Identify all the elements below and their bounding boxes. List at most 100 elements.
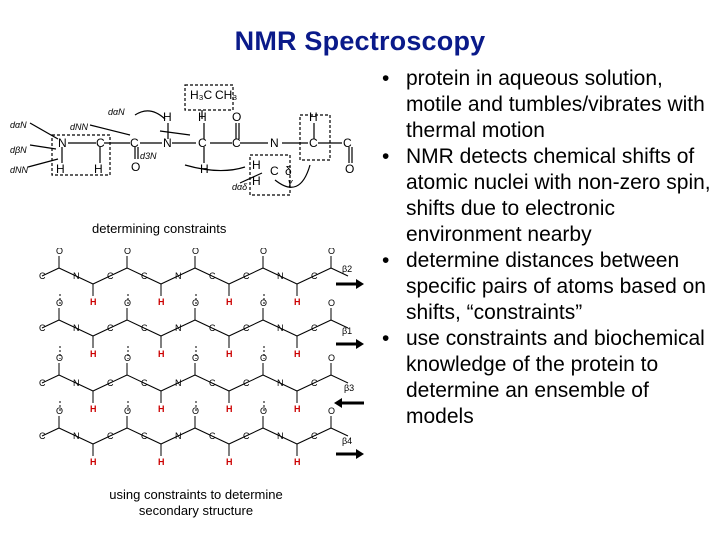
atom-glyph: C [209, 271, 216, 281]
atom-glyph: C [107, 378, 114, 388]
atom-glyph: O [124, 406, 131, 416]
bond-line [92, 435, 111, 445]
svg-text:H: H [252, 174, 261, 188]
bond-line [194, 374, 213, 384]
atom-glyph: C [141, 431, 148, 441]
atom-glyph: O [192, 353, 199, 363]
svg-text:C: C [343, 136, 352, 150]
atom-glyph: N [277, 271, 284, 281]
svg-text:C: C [232, 136, 241, 150]
bond-line [279, 382, 298, 392]
svg-text:dβN: dβN [10, 145, 27, 155]
svg-text:δ: δ [285, 164, 292, 178]
bond-line [194, 319, 213, 329]
bond-line [262, 427, 281, 437]
atom-glyph: N [175, 271, 182, 281]
bullet-glyph: • [382, 145, 390, 168]
bond-line [92, 382, 111, 392]
atom-glyph: O [124, 298, 131, 308]
atom-glyph: C [39, 271, 46, 281]
bond-line [58, 267, 77, 277]
strand-label-beta2: β2 [342, 264, 352, 274]
svg-text:O: O [345, 162, 354, 176]
bullet-item: •protein in aqueous solution, motile and… [378, 66, 718, 144]
atom-glyph: C [141, 271, 148, 281]
atom-glyph: N [73, 323, 80, 333]
svg-text:H: H [200, 162, 209, 176]
bond-line [109, 427, 128, 437]
svg-text:C: C [96, 136, 105, 150]
atom-glyph: C [39, 431, 46, 441]
bond-line [109, 267, 128, 277]
bond-line [41, 319, 60, 329]
bond-line [177, 267, 196, 277]
svg-text:dαN: dαN [10, 120, 27, 130]
bond-line [245, 427, 264, 437]
atom-glyph: C [209, 431, 216, 441]
bond-line [109, 319, 128, 329]
atom-glyph: N [277, 378, 284, 388]
bond-line [313, 374, 332, 384]
bullet-text: protein in aqueous solution, motile and … [406, 67, 705, 142]
atom-glyph: N [175, 378, 182, 388]
svg-text:C: C [130, 136, 139, 150]
svg-text:dαN: dαN [108, 107, 125, 117]
top-figure-caption: determining constraints [92, 221, 227, 236]
bullet-text: determine distances between specific pai… [406, 249, 706, 324]
atom-glyph: H [294, 349, 301, 359]
bond-line [75, 435, 94, 445]
atom-glyph: O [328, 248, 335, 256]
bond-line [143, 275, 162, 285]
atom-glyph: H [226, 404, 233, 414]
atom-glyph: H [294, 457, 301, 467]
bond-line [177, 319, 196, 329]
bond-line [92, 327, 111, 337]
bond-line [262, 267, 281, 277]
bond-line [296, 435, 315, 445]
atom-glyph: N [73, 271, 80, 281]
bond-line [177, 374, 196, 384]
bond-line [75, 275, 94, 285]
atom-glyph: H [90, 457, 97, 467]
atom-glyph: C [243, 323, 250, 333]
svg-text:H: H [252, 158, 261, 172]
atom-glyph: O [56, 406, 63, 416]
svg-text:γ: γ [288, 177, 293, 187]
bond-line [160, 275, 179, 285]
bond-line [279, 435, 298, 445]
svg-text:d3N: d3N [140, 151, 157, 161]
svg-text:N: N [270, 136, 279, 150]
bond-line [160, 435, 179, 445]
bond-line [126, 374, 145, 384]
atom-glyph: H [158, 457, 165, 467]
atom-glyph: C [243, 431, 250, 441]
svg-text:N: N [58, 136, 67, 150]
svg-text:H: H [309, 110, 318, 124]
bond-line [296, 327, 315, 337]
bond-line [75, 327, 94, 337]
atom-glyph: O [328, 406, 335, 416]
svg-text:H: H [163, 110, 172, 124]
bullet-item: • determine distances between specific pa… [378, 248, 718, 326]
bond-line [313, 267, 332, 277]
bullet-glyph: • [382, 249, 390, 272]
atom-glyph: N [175, 431, 182, 441]
strand-arrows: β2 β1 β3 β4 [334, 264, 364, 459]
svg-text:H: H [198, 110, 207, 124]
atom-glyph: O [328, 353, 335, 363]
bond-line [330, 427, 349, 437]
atom-glyph: N [277, 323, 284, 333]
bond-line [211, 327, 230, 337]
bond-line [92, 275, 111, 285]
atom-glyph: N [175, 323, 182, 333]
atom-glyph: O [192, 248, 199, 256]
atom-glyph: O [56, 298, 63, 308]
bond-line [75, 382, 94, 392]
bond-line [279, 275, 298, 285]
bond-line [211, 275, 230, 285]
bond-line [330, 319, 349, 329]
atom-glyph: C [311, 431, 318, 441]
bond-line [245, 319, 264, 329]
atom-glyph: C [243, 271, 250, 281]
